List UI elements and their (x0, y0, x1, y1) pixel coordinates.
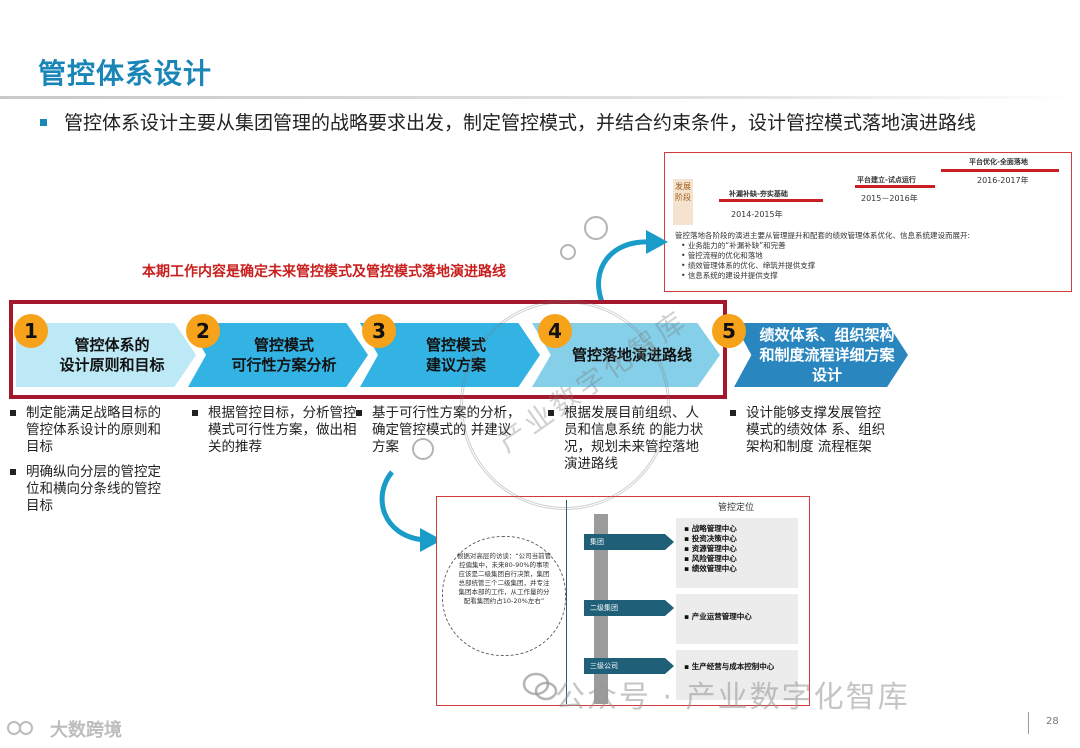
ring-icon (560, 244, 576, 260)
list-item: 明确纵向分层的管控定位和横向分条线的管控目标 (10, 464, 174, 515)
level-arrow-3: 三级公司 (584, 658, 674, 674)
curved-arrow-down-icon (379, 470, 442, 552)
step-5-line-3: 设计 (811, 366, 842, 384)
phase-bar-1 (719, 199, 823, 202)
step-5-chevron: 绩效体系、组织架构和制度流程详细方案设计 (734, 323, 908, 387)
step-3-line-1: 管控模式 (425, 336, 486, 354)
level-arrow-2: 二级集团 (584, 600, 674, 616)
interview-quote: 根据对高层的访谈：“公司当前管控偏集中，未来80-90%的事项应该是二级集团自行… (456, 552, 552, 605)
list-item: 生产经营与成本控制中心 (684, 662, 790, 672)
list-item: 风险管理中心 (684, 554, 790, 564)
step-5-line-1: 绩效体系、组织架构 (759, 326, 895, 344)
phase-years-2: 2015－2016年 (861, 194, 918, 203)
step-5-line-2: 和制度流程详细方案 (759, 346, 895, 364)
list-item: 制定能满足战略目标的管控体系设计的原则和目标 (10, 405, 174, 456)
main-bullet-text: 管控体系设计主要从集团管理的战略要求出发，制定管控模式，并结合约束条件，设计管控… (64, 112, 977, 134)
step-1-details: 制定能满足战略目标的管控体系设计的原则和目标 明确纵向分层的管控定位和横向分条线… (10, 405, 174, 523)
timeline-item: 业务能力的“补漏补缺”和完善 (681, 241, 1067, 251)
current-scope-frame (9, 300, 727, 399)
phase-years-3: 2016-2017年 (977, 176, 1029, 185)
step-5-details: 设计能够支撑发展管控模式的绩效体 系、组织架构和制度 流程框架 (730, 405, 890, 464)
list-item: 产业运营管理中心 (684, 612, 790, 622)
brand-name: 大数跨境 (50, 720, 122, 741)
step-2-line-2: 可行性方案分析 (231, 356, 337, 374)
list-item: 战略管理中心 (684, 524, 790, 534)
timeline-inset: 发展阶段 补漏补缺-夯实基础 2014-2015年 平台建立-试点运行 2015… (664, 152, 1072, 292)
control-header: 管控定位 (718, 503, 755, 513)
step-3-number: 3 (362, 314, 396, 348)
phase-label-2: 平台建立-试点运行 (857, 176, 916, 184)
watermark-stamp (460, 300, 670, 510)
title-divider (0, 96, 1080, 99)
ring-icon (584, 216, 608, 240)
list-item: 根据管控目标，分析管控模式可行性方案，做出相关的推荐 (192, 405, 358, 456)
level-2-panel: 产业运营管理中心 (676, 594, 798, 644)
level-3-panel: 生产经营与成本控制中心 (676, 650, 798, 700)
step-1-chevron: 管控体系的设计原则和目标 (16, 323, 196, 387)
step-1-number: 1 (14, 314, 48, 348)
list-item: 设计能够支撑发展管控模式的绩效体 系、组织架构和制度 流程框架 (730, 405, 890, 456)
stage-label: 发展阶段 (673, 179, 693, 225)
timeline-item: 绩效管理体系的优化、缔筑并提供支撑 (681, 261, 1067, 271)
step-2-details: 根据管控目标，分析管控模式可行性方案，做出相关的推荐 (192, 405, 358, 464)
phase-label-3: 平台优化-全面落地 (969, 158, 1028, 166)
list-item: 绩效管理中心 (684, 564, 790, 574)
list-item: 资源管理中心 (684, 544, 790, 554)
footer-watermark: 公众号 · 产业数字化智库 (555, 680, 910, 715)
list-item: 投资决策中心 (684, 534, 790, 544)
page-number-divider (1028, 712, 1029, 734)
bullet-square-icon (40, 119, 47, 126)
timeline-item: 管控流程的优化和落地 (681, 251, 1067, 261)
wechat-icon (522, 672, 558, 701)
interview-cloud (442, 536, 566, 656)
step-1-line-1: 管控体系的 (74, 336, 150, 354)
level-arrow-1: 集团 (584, 534, 674, 550)
step-1-line-2: 设计原则和目标 (59, 356, 165, 374)
timeline-desc-text: 管控落地各阶段的演进主要从管理提升和配套的绩效管理体系优化、信息系统建设而展开: (675, 231, 971, 240)
phase-years-1: 2014-2015年 (731, 210, 783, 219)
step-5-number: 5 (712, 314, 746, 348)
timeline-item: 信息系统的建设并提供支撑 (681, 271, 1067, 281)
step-2-line-1: 管控模式 (253, 336, 314, 354)
level-1-panel: 战略管理中心 投资决策中心 资源管理中心 风险管理中心 绩效管理中心 (676, 518, 798, 588)
inset-divider (566, 500, 567, 704)
phase-bar-3 (941, 169, 1059, 172)
phase-bar-2 (855, 185, 935, 188)
timeline-description: 管控落地各阶段的演进主要从管理提升和配套的绩效管理体系优化、信息系统建设而展开:… (675, 231, 1067, 281)
phase-label-1: 补漏补缺-夯实基础 (729, 190, 788, 198)
brand-logo-icon (7, 721, 33, 735)
curved-arrow-up-icon (596, 230, 668, 303)
scope-note: 本期工作内容是确定未来管控模式及管控模式落地演进路线 (142, 264, 506, 280)
page-title: 管控体系设计 (38, 57, 213, 90)
ring-icon (412, 438, 434, 460)
step-2-number: 2 (186, 314, 220, 348)
page-number: 28 (1046, 716, 1059, 727)
